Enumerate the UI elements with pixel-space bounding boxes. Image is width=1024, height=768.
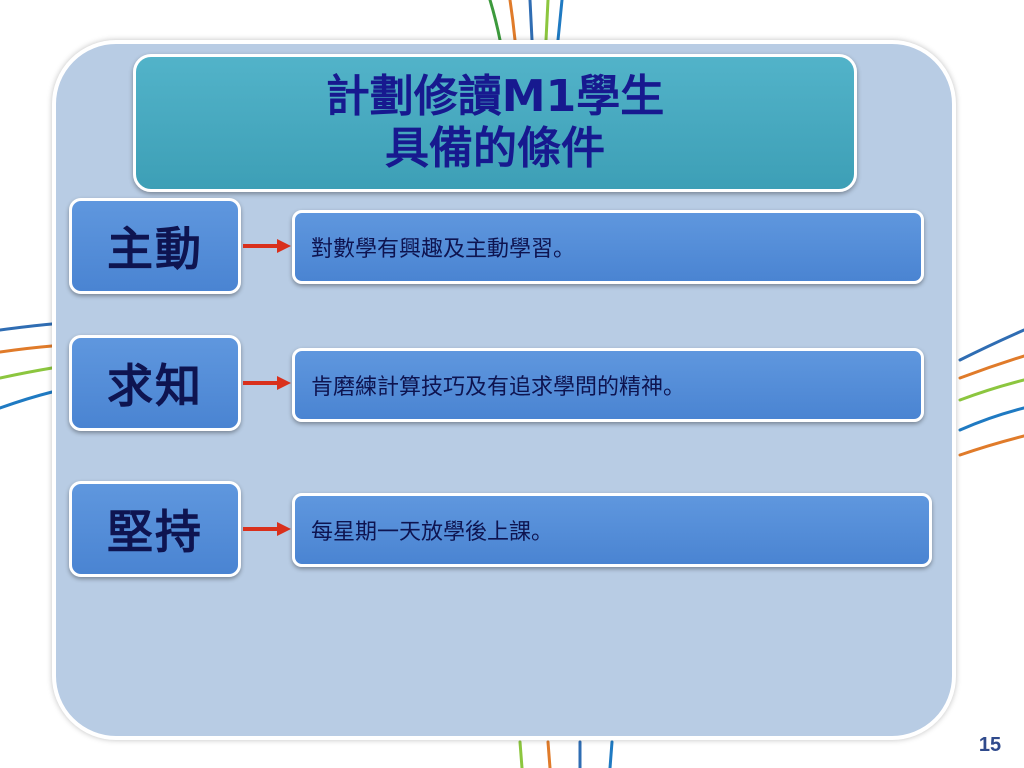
title-line-2: 具備的條件 <box>385 123 605 174</box>
description-box-3: 每星期一天放學後上課。 <box>292 493 932 567</box>
description-text: 對數學有興趣及主動學習。 <box>311 237 576 262</box>
keyword-text: 主動 <box>107 222 203 276</box>
arrow-right-icon <box>243 239 291 253</box>
arrow-right-icon <box>243 522 291 536</box>
keyword-box-2: 求知 <box>69 335 241 431</box>
description-text: 肯磨練計算技巧及有追求學問的精神。 <box>311 375 686 400</box>
keyword-box-3: 堅持 <box>69 481 241 577</box>
keyword-text: 求知 <box>107 359 203 413</box>
description-box-1: 對數學有興趣及主動學習。 <box>292 210 924 284</box>
description-text: 每星期一天放學後上課。 <box>311 520 554 545</box>
description-box-2: 肯磨練計算技巧及有追求學問的精神。 <box>292 348 924 422</box>
keyword-box-1: 主動 <box>69 198 241 294</box>
title-box: 計劃修讀M1學生 具備的條件 <box>133 54 857 192</box>
arrow-right-icon <box>243 376 291 390</box>
keyword-text: 堅持 <box>107 505 203 559</box>
page-number: 15 <box>978 734 1002 756</box>
title-line-1: 計劃修讀M1學生 <box>325 71 665 122</box>
